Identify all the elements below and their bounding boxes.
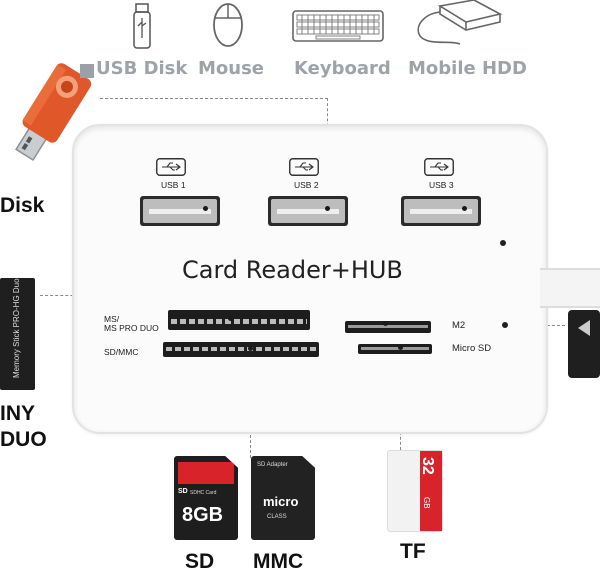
hard-drive-icon bbox=[417, 0, 502, 45]
usb-port-label-1: USB 1 bbox=[161, 180, 186, 190]
disk-label: Disk bbox=[0, 194, 45, 217]
keyboard-label: Keyboard bbox=[294, 58, 391, 79]
m2-slot[interactable] bbox=[345, 321, 431, 333]
micro-sd-slot[interactable] bbox=[358, 344, 432, 354]
sd-card-capacity: 8GB bbox=[182, 504, 224, 526]
mobile-hdd-label: Mobile HDD bbox=[408, 58, 527, 79]
ms-pro-duo-slot[interactable] bbox=[168, 310, 310, 330]
tf-label: TF bbox=[400, 540, 426, 563]
usb-port-label-3: USB 3 bbox=[429, 180, 454, 190]
usb-symbol-icon bbox=[289, 158, 319, 176]
memory-stick-card: Memory Stick PRO-HG Duo bbox=[0, 278, 35, 390]
sd-card: SD SDHC Card 8GB bbox=[174, 456, 238, 540]
usb-symbol-icon bbox=[424, 158, 454, 176]
usb-port-3[interactable] bbox=[401, 196, 481, 226]
slot-label-sd-mmc: SD/MMC bbox=[104, 347, 139, 357]
tf-card-unit: GB bbox=[422, 497, 431, 509]
sd-mmc-slot[interactable] bbox=[163, 342, 319, 357]
tf-card: 32 GB bbox=[387, 450, 443, 532]
mmc-label: MMC bbox=[253, 550, 304, 573]
mmc-card-top: SD Adapter bbox=[257, 462, 288, 468]
tf-card-capacity: 32 bbox=[419, 457, 436, 475]
slot-label-micro-sd: Micro SD bbox=[452, 343, 492, 354]
leader-line bbox=[100, 98, 328, 99]
usb-port-2[interactable] bbox=[268, 196, 348, 226]
sd-label: SD bbox=[185, 550, 215, 573]
usb-flash-drive bbox=[15, 63, 94, 162]
slot-label-m2: M2 bbox=[452, 320, 466, 331]
mmc-card-brand: micro bbox=[263, 494, 299, 509]
tiny-label-line2: DUO bbox=[0, 428, 47, 451]
hub-title: Card Reader+HUB bbox=[182, 256, 403, 284]
usb-plug bbox=[568, 310, 600, 378]
usb-symbol-icon bbox=[156, 158, 186, 176]
mouse-label: Mouse bbox=[198, 58, 265, 79]
usb-disk-label: USB Disk bbox=[96, 58, 188, 79]
usb-cable bbox=[540, 268, 600, 308]
tiny-label-line1: INY bbox=[0, 402, 36, 425]
led-indicator bbox=[502, 322, 508, 328]
usb-port-1[interactable] bbox=[140, 196, 220, 226]
usb-stick-icon bbox=[133, 3, 151, 49]
mouse-icon bbox=[213, 3, 243, 47]
mmc-card: SD Adapter micro CLASS bbox=[251, 456, 315, 540]
mmc-card-class: CLASS bbox=[267, 514, 287, 520]
memory-stick-text: Memory Stick PRO-HG Duo bbox=[12, 278, 21, 378]
slot-label-ms-pro: MS PRO DUO bbox=[104, 323, 159, 333]
usb-port-label-2: USB 2 bbox=[294, 180, 319, 190]
led-indicator bbox=[500, 240, 506, 246]
sd-card-badge: SDHC Card bbox=[190, 490, 217, 496]
slot-label-ms: MS/ bbox=[104, 314, 120, 324]
keyboard-icon bbox=[292, 10, 384, 42]
